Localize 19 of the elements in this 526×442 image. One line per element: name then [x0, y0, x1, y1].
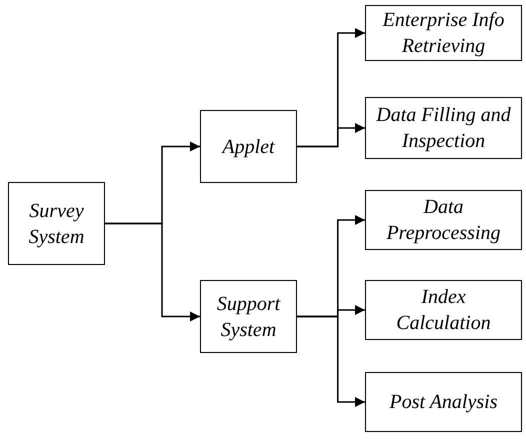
process-box [365, 97, 522, 159]
box-label: Index Calculation [395, 285, 492, 336]
process-box [200, 110, 297, 183]
box-label: Post Analysis [390, 390, 498, 415]
process-box [365, 190, 522, 250]
box-label: Data Preprocessing [385, 195, 502, 246]
arrow [105, 222, 200, 322]
arrow [297, 316, 365, 407]
process-box [365, 372, 522, 432]
process-box [365, 5, 522, 61]
process-box [8, 182, 105, 265]
box-label: Applet [222, 134, 275, 160]
process-box [200, 280, 297, 353]
arrow [297, 123, 365, 148]
box-label: Survey System [28, 198, 86, 250]
box-label: Support System [216, 292, 282, 342]
process-box [365, 280, 522, 340]
box-label: Data Filling and Inspection [375, 103, 512, 154]
box-label: Enterprise Info Retrieving [382, 8, 506, 59]
